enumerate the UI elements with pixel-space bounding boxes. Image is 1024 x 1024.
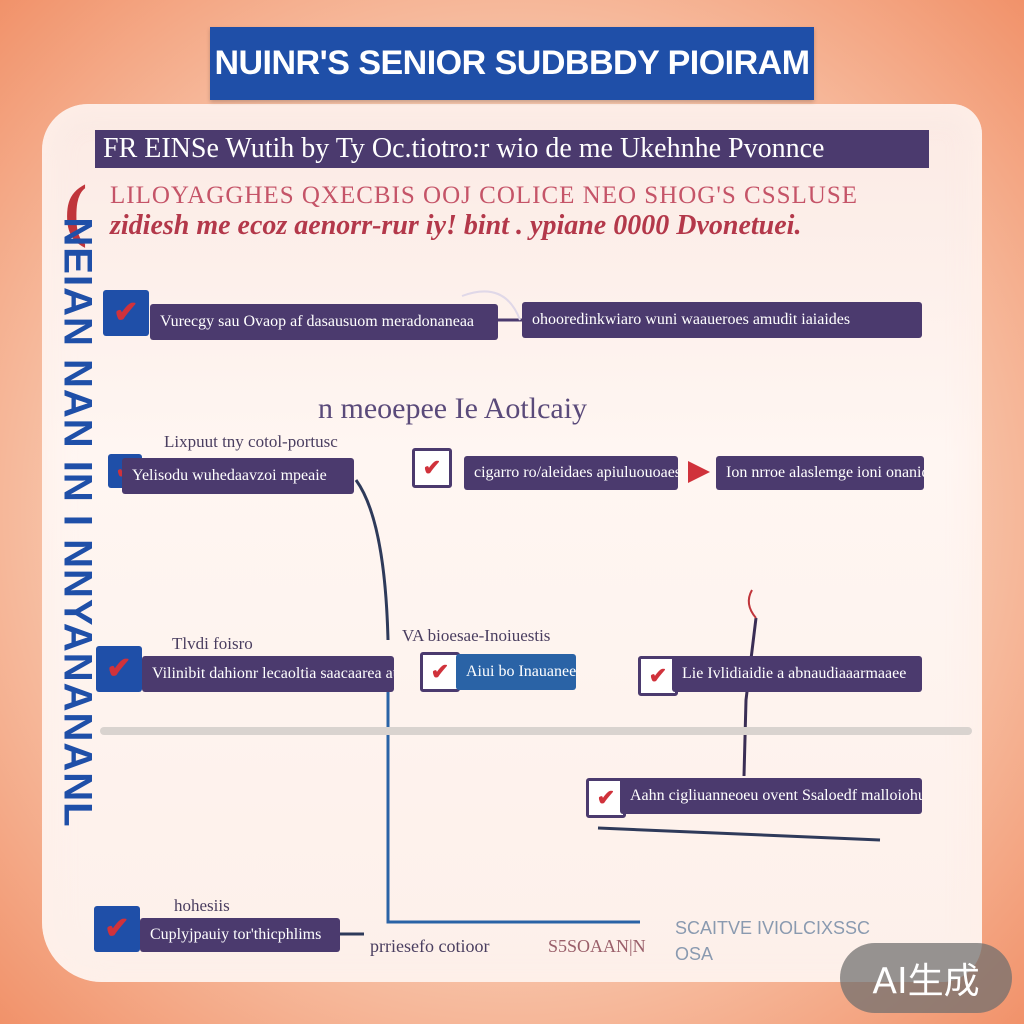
footer-gray-text: SCAITVE IVIOLCIXSSC OSA xyxy=(675,915,870,967)
divider-line xyxy=(100,727,972,735)
row3-label: Tlvdi foisro xyxy=(172,634,253,653)
node-row3-mid: Aiui bo Inauanees xyxy=(456,654,576,690)
connector-row3-row4 xyxy=(742,617,758,777)
ai-generated-badge: AI生成 xyxy=(840,943,1012,1013)
connector-row1-curve xyxy=(461,290,521,321)
footer-red-text: S5SOAAN|N xyxy=(548,936,646,956)
check-icon: ✔ xyxy=(412,448,452,488)
section-heading: n meoepee Ie Aotlcaiy xyxy=(318,392,588,425)
row2-label: Lixpuut tny cotol-portusc xyxy=(164,432,338,451)
headline-line-2: zidiesh me ecoz aenorr-rur iy! bint . yp… xyxy=(110,210,802,241)
node-row3-left: Vilinibit dahionr lecaoltia saacaarea au… xyxy=(142,656,394,692)
arrow-right-icon xyxy=(688,461,710,483)
check-icon: ✔ xyxy=(103,290,149,336)
check-icon: ✔ xyxy=(96,646,142,692)
connector-row2-row3 xyxy=(354,479,390,641)
check-icon: ✔ xyxy=(420,652,460,692)
node-row3-right: Lie Ivlidiaidie a abnaudiaaarmaaee xyxy=(672,656,922,692)
footer-gray-line-1: SCAITVE IVIOLCIXSSC xyxy=(675,918,871,938)
connector-row3-hook xyxy=(747,589,757,619)
page-title: NUINR'S SENIOR SUDBBDY PIOIRAM xyxy=(210,27,814,100)
node-row5-left: Cuplyjpauiy tor'thicphlims xyxy=(140,918,340,952)
node-row2-mid: cigarro ro/aleidaes apiuluouoaess xyxy=(464,456,678,490)
node-row4-right: Aahn cigliuanneoeu ovent Ssaloedf malloi… xyxy=(620,778,922,814)
bracket-mark: ( xyxy=(64,172,88,249)
node-row1-right: ohooredinkwiaro wuni waaueroes amudit ia… xyxy=(522,302,922,338)
connector-row3-footer xyxy=(386,660,640,924)
footer-gray-line-2: OSA xyxy=(675,944,714,964)
node-row2-left: Yelisodu wuhedaavzoi mpeaie xyxy=(122,458,354,494)
footer-label: prriesefo cotioor xyxy=(370,936,490,956)
connector-row4-underline xyxy=(597,826,881,842)
row3-mid-label: VA bioesae-Inoiuestis xyxy=(402,626,551,645)
headline-line-1: LILOYAGGHES QXECBIS OOJ COLICE NEO SHOG'… xyxy=(110,182,858,209)
node-row2-right: Ion nrroe alaslemge ioni onanidues xyxy=(716,456,924,490)
diagram-panel xyxy=(42,104,982,982)
row5-label: hohesiis xyxy=(174,896,230,915)
subtitle-bar: FR EINSe Wutih by Ty Oc.tiotro:r wio de … xyxy=(95,130,929,168)
check-icon: ✔ xyxy=(94,906,140,952)
node-row1-left: Vurecgy sau Ovaop af dasausuom meradonan… xyxy=(150,304,498,340)
